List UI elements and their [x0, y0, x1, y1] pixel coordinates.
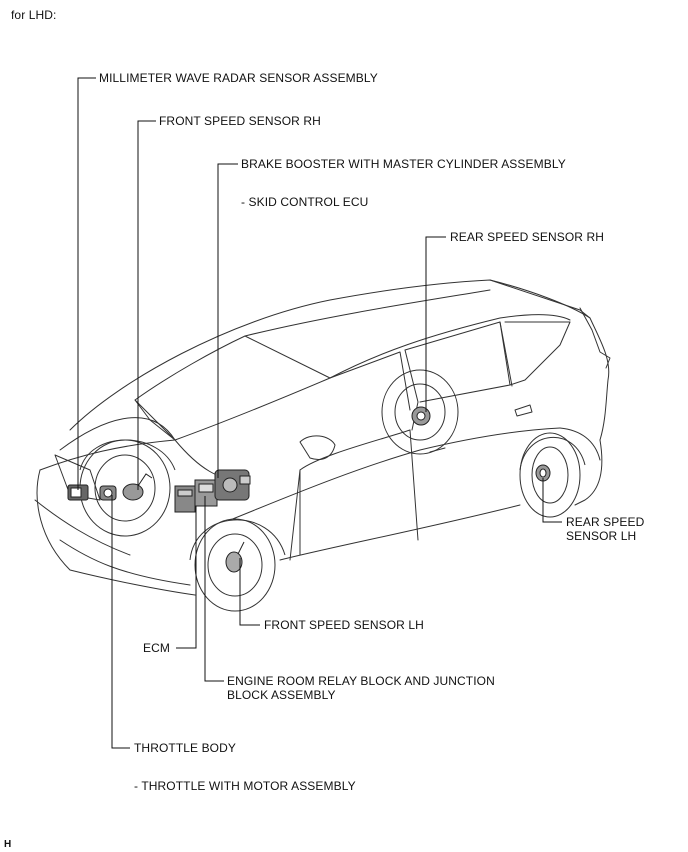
ecm-icon: [174, 485, 196, 513]
car-outline: [34, 279, 611, 596]
leader-ecm: [176, 506, 197, 649]
front-wheel-lh: [194, 518, 276, 612]
leader-front-speed-lh: [239, 558, 260, 626]
wheels: [79, 369, 586, 612]
label-rear-speed-sensor-lh-line1: REAR SPEED: [566, 515, 645, 529]
rear-speed-sensor-rh-icon: [411, 406, 431, 426]
rear-wheel-lh: [519, 432, 581, 518]
leader-throttle-body: [111, 495, 130, 749]
rear-wheel-rh: [381, 369, 459, 455]
leader-millimeter-wave: [77, 77, 96, 490]
label-throttle-with-motor: - THROTTLE WITH MOTOR ASSEMBLY: [134, 779, 356, 793]
variant-label: for LHD:: [11, 8, 57, 22]
label-millimeter-wave-radar: MILLIMETER WAVE RADAR SENSOR ASSEMBLY: [99, 71, 378, 85]
relay-block-icon: [194, 479, 218, 507]
label-front-speed-sensor-lh: FRONT SPEED SENSOR LH: [264, 618, 424, 632]
footer-mark: H: [4, 839, 12, 850]
leader-rear-speed-rh: [425, 236, 446, 412]
label-throttle-body: THROTTLE BODY: [134, 741, 236, 755]
label-skid-control-ecu: - SKID CONTROL ECU: [241, 195, 369, 209]
leader-brake-booster: [217, 163, 238, 478]
brake-booster-icon: [214, 469, 251, 501]
label-relay-block-line2: BLOCK ASSEMBLY: [227, 688, 336, 702]
leader-relay-block: [204, 496, 224, 682]
label-rear-speed-sensor-lh-line2: SENSOR LH: [566, 529, 637, 543]
label-front-speed-sensor-rh: FRONT SPEED SENSOR RH: [159, 114, 321, 128]
label-ecm: ECM: [143, 641, 170, 655]
leader-rear-speed-lh: [542, 478, 562, 523]
leader-lines: [77, 77, 562, 749]
front-speed-sensor-lh-icon: [225, 541, 245, 573]
label-relay-block-line1: ENGINE ROOM RELAY BLOCK AND JUNCTION: [227, 674, 495, 688]
label-rear-speed-sensor-rh: REAR SPEED SENSOR RH: [450, 230, 605, 244]
label-brake-booster: BRAKE BOOSTER WITH MASTER CYLINDER ASSEM…: [241, 157, 566, 171]
leader-front-speed-rh: [137, 120, 156, 490]
rear-speed-sensor-lh-icon: [535, 464, 551, 482]
radar-sensor-icon: [67, 484, 89, 501]
throttle-body-icon: [99, 485, 117, 501]
components: [67, 406, 551, 573]
